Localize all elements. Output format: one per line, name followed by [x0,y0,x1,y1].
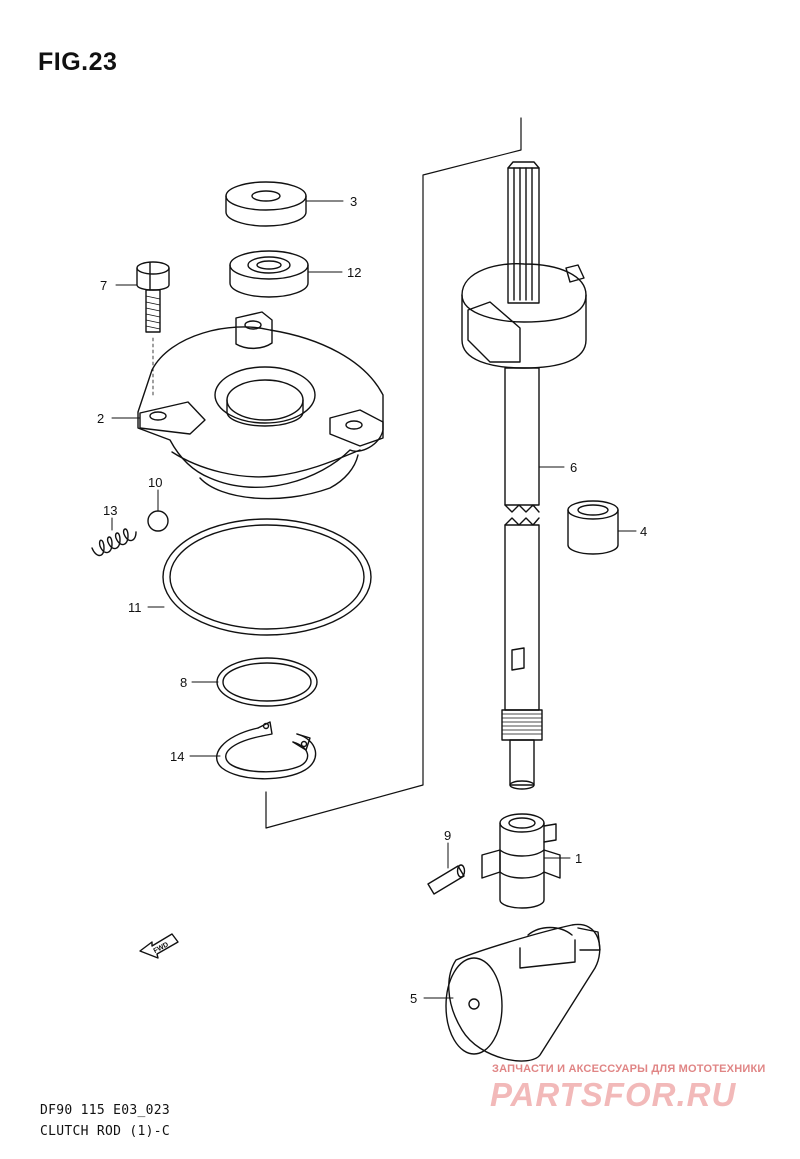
part-1-shifter [481,813,561,909]
callout-13: 13 [103,503,117,518]
callout-2: 2 [97,411,104,426]
callout-3: 3 [350,194,357,209]
watermark-brand: PARTSFOR.RU [490,1076,737,1113]
part-14-snap-ring [216,721,317,780]
part-3-washer [225,181,307,227]
part-13-spring [91,528,137,557]
callout-1: 1 [575,851,582,866]
fwd-arrow-icon: FWD [139,933,179,959]
part-5-cam [445,923,601,1062]
part-7-bolt [136,261,170,399]
part-4-bushing [567,500,619,555]
callout-10: 10 [148,475,162,490]
part-8-ring [216,657,318,707]
diagram-caption: CLUTCH ROD (1)-C [40,1124,171,1139]
figure-title: FIG.23 [38,48,118,76]
watermark-tagline: ЗАПЧАСТИ И АКСЕССУАРЫ ДЛЯ МОТОТЕХНИКИ [492,1063,766,1075]
callout-6: 6 [570,460,577,475]
callout-9: 9 [444,828,451,843]
part-10-ball [147,510,169,532]
callout-11: 11 [128,600,142,615]
assembly-bracket-line [265,117,522,829]
callout-numbers: 3 12 7 2 10 13 11 8 14 6 4 1 9 5 [97,194,647,1006]
part-12-oil-seal [229,250,309,298]
part-2-housing [137,311,384,500]
callout-4: 4 [640,524,647,539]
part-9-pin [427,864,466,895]
callout-12: 12 [347,265,361,280]
diagram-code: DF90 115 E03_023 [40,1103,171,1118]
part-6-clutch-rod [461,161,587,790]
callout-8: 8 [180,675,187,690]
callout-leaders [111,200,637,999]
callout-7: 7 [100,278,107,293]
callout-5: 5 [410,991,417,1006]
callout-14: 14 [170,749,184,764]
part-11-o-ring [162,518,372,636]
